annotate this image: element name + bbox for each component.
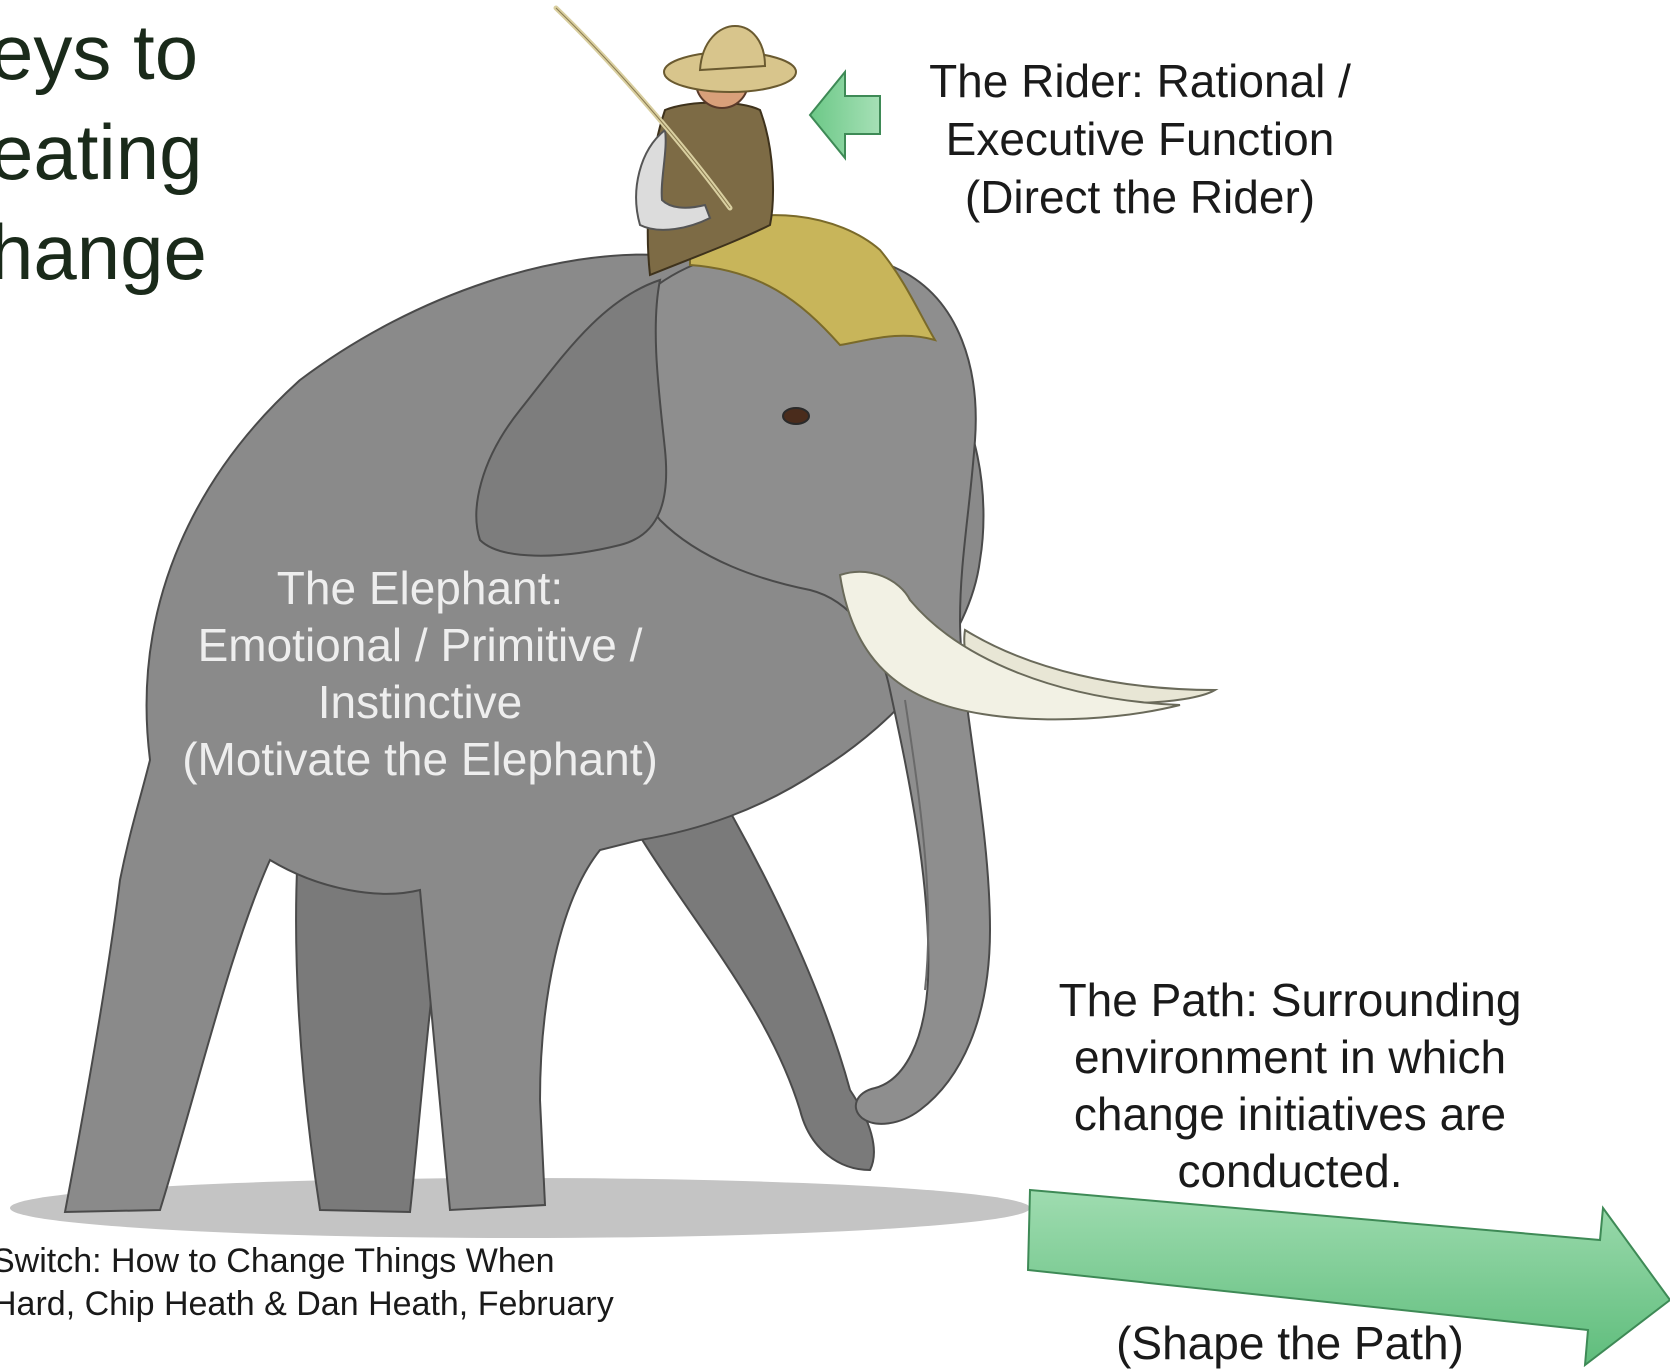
slide-title: eys to eating hange xyxy=(0,8,207,296)
ground-shadow xyxy=(10,1178,1030,1238)
rider-arrow-icon xyxy=(808,69,881,161)
elephant-back-leg-right xyxy=(598,759,875,1172)
elephant-tusk-front xyxy=(838,570,1181,721)
path-arrow-icon xyxy=(1026,1188,1670,1367)
saddle-cloth xyxy=(689,214,938,347)
elephant-trunk-detail xyxy=(904,699,930,991)
rider-label: The Rider: Rational / Executive Function… xyxy=(929,55,1351,223)
rider-hat-crown xyxy=(698,24,767,72)
elephant-ear xyxy=(475,278,668,557)
elephant-eye xyxy=(782,407,810,425)
source-citation: Switch: How to Change Things When Hard, … xyxy=(0,1242,614,1323)
path-label: The Path: Surrounding environment in whi… xyxy=(1058,974,1522,1197)
shape-the-path-label: (Shape the Path) xyxy=(1116,1317,1464,1369)
elephant-head xyxy=(621,245,992,1125)
rider-arm xyxy=(635,128,712,231)
elephant-label: The Elephant: Emotional / Primitive / In… xyxy=(182,562,658,785)
